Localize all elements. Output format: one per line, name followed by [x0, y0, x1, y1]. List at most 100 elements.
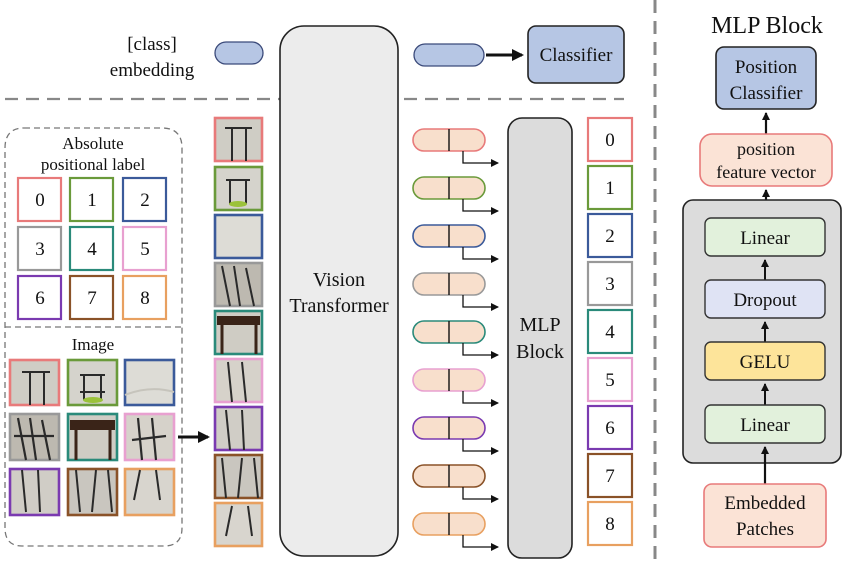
- output-box-6: [586, 404, 634, 451]
- class-embedding-label-line2: embedding: [110, 60, 195, 81]
- linear-bottom-layer: [704, 404, 826, 444]
- output-box-8: [586, 500, 634, 547]
- output-box-2: [586, 212, 634, 259]
- linear-bottom-label: Linear: [740, 415, 790, 436]
- output-token: [412, 128, 499, 167]
- label-digit: 0: [35, 190, 45, 211]
- label-box-0: [16, 176, 63, 223]
- label-box-3: [16, 225, 63, 272]
- output-box-7: [586, 452, 634, 499]
- output-token: [412, 320, 499, 359]
- output-labels: 0 1 2 3 4 5 6 7 8: [586, 116, 634, 547]
- mlp-detail-title: MLP Block: [711, 13, 823, 39]
- label-digit: 2: [140, 190, 150, 211]
- output-digit: 8: [605, 514, 615, 535]
- image-patch: [8, 467, 61, 517]
- label-box-4: [68, 225, 115, 272]
- label-digit: 6: [35, 288, 45, 309]
- dropout-label: Dropout: [733, 290, 797, 311]
- image-title: Image: [72, 335, 114, 354]
- vision-transformer-label-line1: Vision: [313, 269, 365, 291]
- image-patch: [123, 412, 176, 462]
- patch-tile: [213, 261, 264, 308]
- position-classifier-box: [715, 46, 817, 110]
- mlp-block-label-line2: Block: [516, 341, 564, 363]
- mlp-block: [507, 117, 573, 559]
- patch-tile: [213, 501, 264, 548]
- image-patch: [123, 467, 176, 517]
- classifier-label: Classifier: [540, 45, 613, 66]
- image-patch: [66, 358, 119, 407]
- linear-top-label: Linear: [740, 228, 790, 249]
- position-classifier-label-line1: Position: [735, 57, 798, 78]
- mlp-detail-container: [682, 199, 842, 464]
- class-token-output: [413, 43, 485, 67]
- output-digit: 4: [605, 322, 615, 343]
- output-digit: 2: [605, 226, 615, 247]
- label-digit: 5: [140, 239, 150, 260]
- class-embedding-label-line1: [class]: [127, 34, 177, 55]
- image-patch-grid: [8, 358, 176, 517]
- output-token: [412, 512, 499, 551]
- feature-vector-box: [699, 133, 833, 187]
- image-patch: [123, 358, 176, 407]
- embedded-patches-label-line1: Embedded: [724, 493, 806, 514]
- positional-label-title-line2: positional label: [41, 155, 146, 174]
- patch-tile: [213, 165, 264, 212]
- label-box-6: [16, 274, 63, 321]
- output-token: [412, 464, 499, 503]
- label-digit: 4: [87, 239, 97, 260]
- output-digit: 5: [605, 370, 615, 391]
- image-patch: [66, 412, 119, 462]
- label-digit: 3: [35, 239, 45, 260]
- output-token: [412, 368, 499, 407]
- label-digit: 8: [140, 288, 150, 309]
- embedded-patches-box: [703, 483, 827, 548]
- linear-top-layer: [704, 217, 826, 257]
- feature-vector-label-line2: feature vector: [716, 162, 815, 182]
- label-box-8: [121, 274, 168, 321]
- mlp-block-label-line1: MLP: [519, 314, 560, 336]
- label-box-5: [121, 225, 168, 272]
- output-box-4: [586, 308, 634, 355]
- output-digit: 6: [605, 418, 615, 439]
- label-box-1: [68, 176, 115, 223]
- output-tokens: [412, 128, 499, 551]
- vision-transformer-label-line2: Transformer: [289, 295, 389, 317]
- image-patch: [66, 467, 119, 517]
- output-box-3: [586, 260, 634, 307]
- output-token: [412, 272, 499, 311]
- vision-transformer-block: [279, 25, 399, 557]
- patch-tile: [213, 453, 264, 500]
- patch-tile: [213, 357, 264, 404]
- output-token: [412, 176, 499, 215]
- output-token: [412, 224, 499, 263]
- output-token: [412, 416, 499, 455]
- output-box-5: [586, 356, 634, 403]
- image-patch: [8, 358, 61, 407]
- positional-label-grid: 0 1 2 3 4 5 6 7 8: [16, 176, 168, 321]
- class-token-input: [214, 41, 264, 65]
- label-box-2: [121, 176, 168, 223]
- image-patch: [8, 412, 61, 462]
- label-digit: 1: [87, 190, 97, 211]
- classifier-box: [527, 25, 625, 84]
- label-box-7: [68, 274, 115, 321]
- output-digit: 0: [605, 130, 615, 151]
- gelu-label: GELU: [740, 352, 791, 373]
- patch-tile: [213, 213, 264, 260]
- patch-tile: [213, 309, 264, 356]
- output-box-1: [586, 164, 634, 211]
- positional-label-title-line1: Absolute: [62, 134, 123, 153]
- embedded-patches-label-line2: Patches: [736, 519, 794, 540]
- label-digit: 7: [87, 288, 97, 309]
- gelu-layer: [704, 341, 826, 381]
- output-digit: 1: [605, 178, 615, 199]
- output-digit: 7: [605, 466, 615, 487]
- patch-tile: [213, 405, 264, 452]
- output-digit: 3: [605, 274, 615, 295]
- feature-vector-label-line1: position: [737, 139, 795, 159]
- output-box-0: [586, 116, 634, 163]
- patch-tile: [213, 116, 264, 163]
